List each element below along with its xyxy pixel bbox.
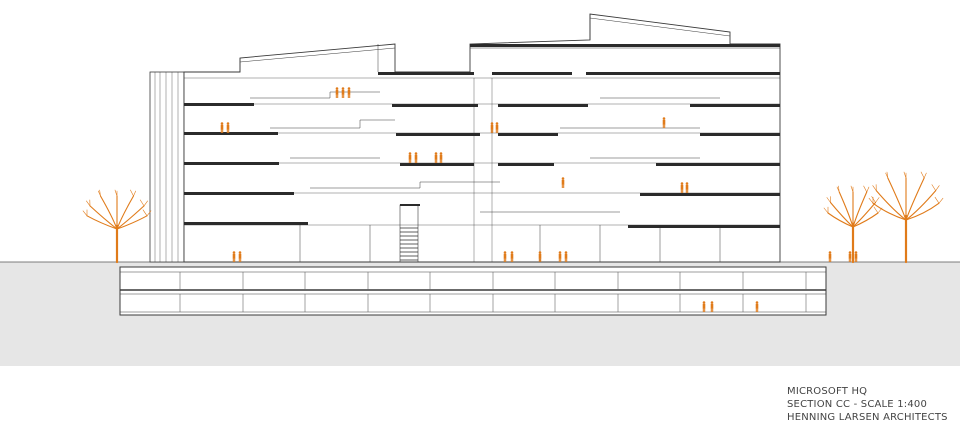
person-figure (347, 87, 351, 98)
tree (868, 171, 944, 264)
person-figure (439, 152, 443, 163)
trees (82, 171, 944, 264)
person-figure (490, 122, 494, 133)
person-figure (226, 122, 230, 133)
person-figure (561, 177, 565, 188)
architect-name: HENNING LARSEN ARCHITECTS (787, 412, 948, 423)
basement-columns (179, 272, 807, 312)
person-figure (495, 122, 499, 133)
person-figure (680, 182, 684, 193)
person-figure (702, 301, 706, 312)
person-figure (848, 251, 852, 262)
person-figure (755, 301, 759, 312)
person-figure (341, 87, 345, 98)
person-figure (232, 251, 236, 262)
person-figure (685, 182, 689, 193)
building-section (149, 13, 781, 263)
person-figure (558, 251, 562, 262)
person-figure (220, 122, 224, 133)
person-figure (662, 117, 666, 128)
person-figure (408, 152, 412, 163)
project-name: MICROSOFT HQ (787, 386, 868, 397)
section-scale: SECTION CC - SCALE 1:400 (787, 399, 928, 410)
person-figure (564, 251, 568, 262)
title-block: MICROSOFT HQ SECTION CC - SCALE 1:400 HE… (787, 385, 957, 424)
person-figure (335, 87, 339, 98)
person-figure (828, 251, 832, 262)
person-figure (854, 251, 858, 262)
person-figure (238, 251, 242, 262)
floor-slabs (184, 44, 780, 228)
person-figure (503, 251, 507, 262)
person-figure (414, 152, 418, 163)
person-figure (510, 251, 514, 262)
tree (82, 189, 152, 264)
person-figure (538, 251, 542, 262)
person-figure (710, 301, 714, 312)
people-figures (220, 87, 858, 312)
person-figure (434, 152, 438, 163)
stair (400, 227, 418, 261)
basement (119, 266, 827, 316)
